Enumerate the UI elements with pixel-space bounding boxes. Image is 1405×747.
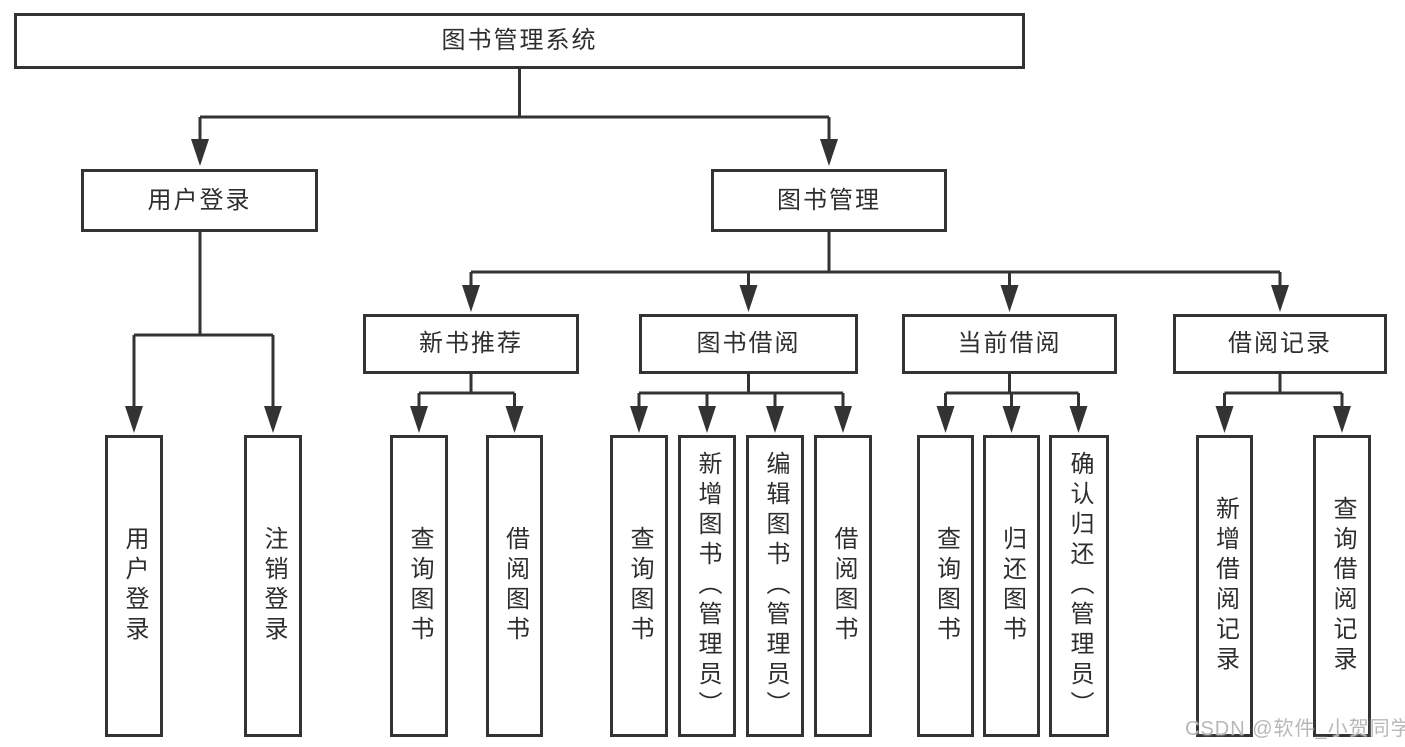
watermark: CSDN @软件_小贺同学	[1185, 718, 1405, 740]
leaf-edit-books-admin: 编辑图书（管理员）	[746, 435, 804, 737]
connector-bookmgmt-to-level3	[469, 232, 1282, 286]
node-current-borrow: 当前借阅	[902, 314, 1117, 374]
leaf-borrow-books-recommend: 借阅图书	[486, 435, 543, 737]
leaf-query-books-current: 查询图书	[917, 435, 974, 737]
leaf-user-login: 用户登录	[105, 435, 163, 737]
leaf-return-books: 归还图书	[983, 435, 1040, 737]
leaf-borrow-books: 借阅图书	[814, 435, 872, 737]
leaf-query-borrow-record: 查询借阅记录	[1313, 435, 1371, 737]
leaf-query-books-recommend: 查询图书	[390, 435, 448, 737]
connector-root-to-level2	[198, 69, 831, 140]
connector-level3-to-leaves	[417, 374, 1344, 408]
node-borrow-records: 借阅记录	[1173, 314, 1387, 374]
leaf-add-books-admin: 新增图书（管理员）	[678, 435, 736, 737]
node-book-management: 图书管理	[711, 169, 947, 232]
node-user-login: 用户登录	[81, 169, 318, 232]
arrowheads	[125, 139, 1351, 433]
node-new-book-recommend: 新书推荐	[363, 314, 579, 374]
leaf-add-borrow-record: 新增借阅记录	[1196, 435, 1253, 737]
connector-userlogin-to-leaves	[132, 232, 275, 407]
leaf-query-books-borrow: 查询图书	[610, 435, 668, 737]
node-library-system-root: 图书管理系统	[14, 13, 1025, 69]
leaf-logout: 注销登录	[244, 435, 302, 737]
leaf-confirm-return-admin: 确认归还（管理员）	[1049, 435, 1109, 737]
node-book-borrow: 图书借阅	[639, 314, 858, 374]
